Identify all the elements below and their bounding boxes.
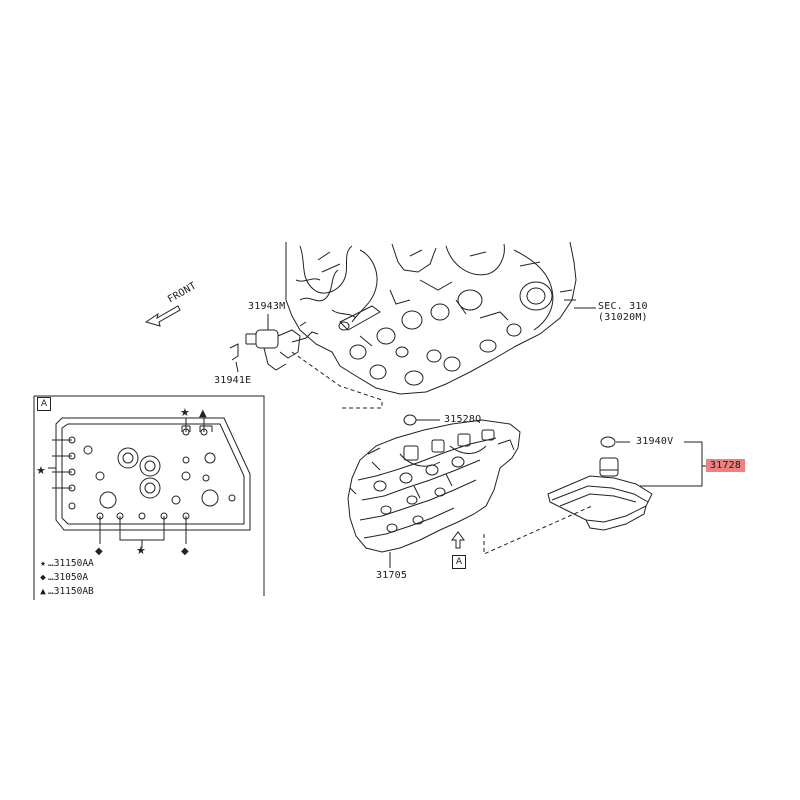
legend-code: 31050A: [53, 572, 89, 583]
solenoid-31943m: [245, 321, 319, 371]
legend-item: ◆…31050A: [38, 572, 88, 583]
part-label-31941e: 31941E: [214, 375, 252, 386]
diamond-icon: ◆: [40, 572, 46, 583]
front-arrow-icon: [144, 305, 181, 327]
clip-31941e: [229, 343, 239, 361]
dashed-connector: [483, 505, 593, 555]
star-icon: ★: [40, 558, 46, 569]
part-label-31528q: 31528Q: [444, 414, 482, 425]
leader-31728: [640, 441, 703, 487]
inset-label-box: A: [37, 397, 51, 411]
part-label-31705: 31705: [376, 570, 408, 581]
o-ring-31528q: [403, 414, 417, 426]
triangle-icon: ▲: [40, 586, 46, 597]
oil-filter-31728: [547, 457, 653, 531]
view-marker-box: A: [452, 555, 466, 569]
legend-code: 31150AB: [53, 586, 94, 597]
valve-body-31705: [347, 419, 521, 553]
svg-text:◆: ◆: [95, 546, 103, 557]
svg-text:★: ★: [180, 406, 190, 419]
svg-text:★: ★: [36, 464, 46, 477]
o-ring-31940v: [600, 436, 616, 448]
part-label-sec: SEC. 310: [598, 301, 648, 312]
svg-text:★: ★: [136, 544, 146, 557]
svg-text:▲: ▲: [199, 408, 207, 419]
part-label-sec-code: (31020M): [598, 312, 648, 323]
part-label-31943m: 31943M: [248, 301, 286, 312]
inset-callouts: [48, 418, 213, 548]
inset-frame: [33, 395, 265, 600]
legend-item: ★…31150AA: [38, 558, 94, 569]
view-arrow-icon: [451, 531, 465, 549]
inset-symbols: ★ ▲ ★ ★ ◆ ◆: [36, 406, 207, 557]
transmission-case: [285, 241, 577, 395]
svg-text:◆: ◆: [181, 546, 189, 557]
leader-lines-top: [235, 307, 596, 409]
part-label-31940v: 31940V: [636, 436, 674, 447]
legend-item: ▲…31150AB: [38, 586, 94, 597]
gasket-outline: [55, 417, 251, 531]
part-label-31728: 31728: [706, 459, 746, 472]
legend-code: 31150AA: [53, 558, 94, 569]
